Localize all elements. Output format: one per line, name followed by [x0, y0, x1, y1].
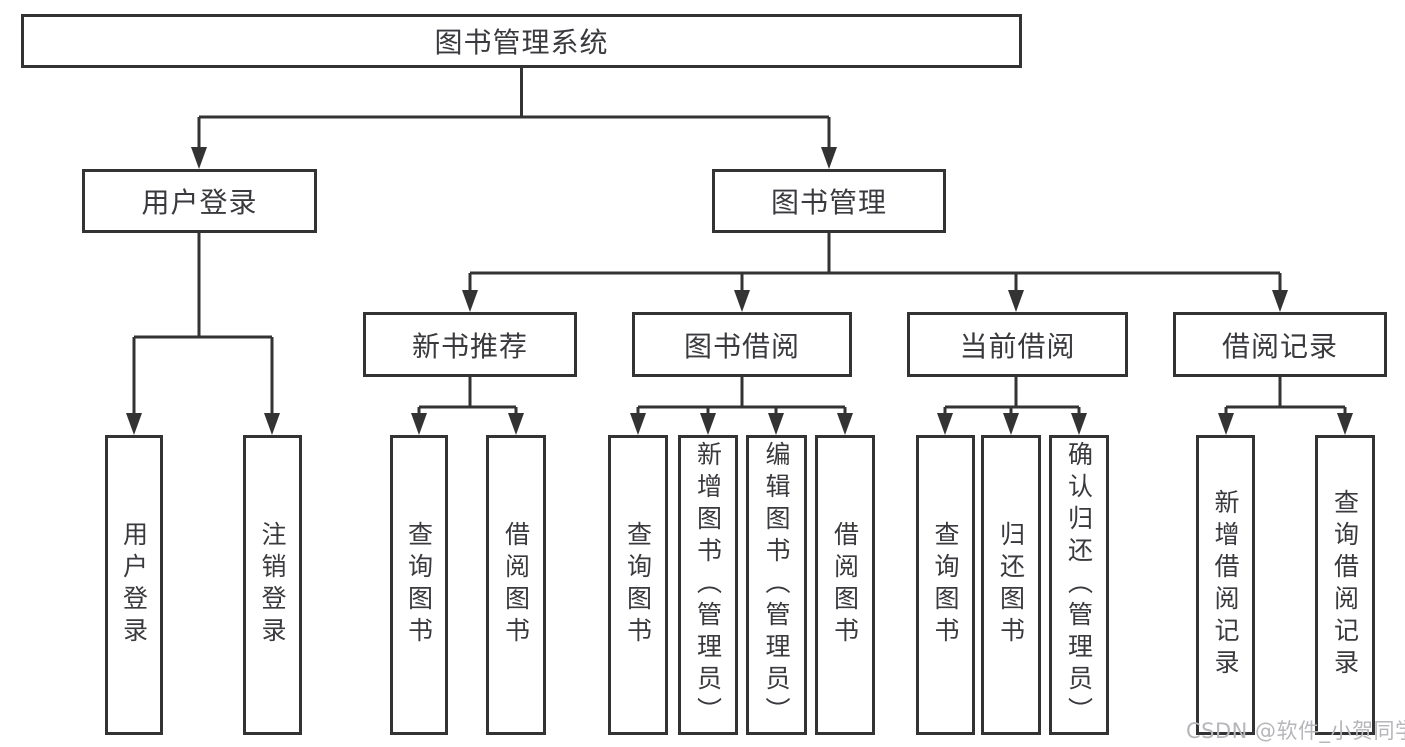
- node-borrow-books-borrowing-label: 借阅图书: [830, 521, 860, 649]
- node-book-borrowing-label: 图书借阅: [683, 329, 800, 363]
- node-query-books-current: 查询图书: [916, 435, 975, 735]
- node-user-login-branch: 用户登录: [82, 169, 317, 233]
- node-user-login-leaf: 用户登录: [105, 435, 163, 735]
- node-edit-books-admin-label: 编辑图书（管理员）: [762, 441, 791, 729]
- node-borrowing-records: 借阅记录: [1173, 312, 1387, 377]
- node-return-books-label: 归还图书: [996, 521, 1026, 649]
- node-borrow-books-recommend: 借阅图书: [486, 435, 546, 735]
- arrow-down-icon: [126, 413, 142, 435]
- node-current-borrowing-label: 当前借阅: [959, 329, 1076, 363]
- connector-user-login-children: [132, 233, 274, 418]
- arrow-down-icon: [630, 413, 646, 435]
- arrow-down-icon: [1003, 413, 1019, 435]
- node-add-borrow-record-label: 新增借阅记录: [1211, 489, 1240, 681]
- connector-new-book-children: [417, 377, 518, 418]
- node-new-book-recommend: 新书推荐: [363, 312, 577, 377]
- node-add-borrow-record: 新增借阅记录: [1196, 435, 1255, 735]
- arrow-down-icon: [768, 413, 784, 435]
- node-borrow-books-borrowing: 借阅图书: [815, 435, 875, 735]
- arrow-down-icon: [191, 147, 207, 169]
- node-book-management-branch: 图书管理: [712, 169, 946, 233]
- arrow-down-icon: [411, 413, 427, 435]
- node-query-books-recommend-label: 查询图书: [404, 521, 434, 649]
- node-confirm-return-admin: 确认归还（管理员）: [1049, 435, 1109, 735]
- node-user-login-leaf-label: 用户登录: [119, 521, 149, 649]
- arrow-down-icon: [1337, 413, 1353, 435]
- arrow-down-icon: [1272, 290, 1288, 312]
- connector-current-borrowing-children: [943, 377, 1081, 418]
- node-return-books: 归还图书: [981, 435, 1041, 735]
- node-borrow-books-recommend-label: 借阅图书: [501, 521, 531, 649]
- node-query-books-recommend: 查询图书: [390, 435, 448, 735]
- arrow-down-icon: [264, 413, 280, 435]
- node-query-books-current-label: 查询图书: [931, 521, 960, 649]
- arrow-down-icon: [734, 290, 750, 312]
- node-book-borrowing: 图书借阅: [632, 312, 852, 377]
- arrow-down-icon: [1218, 413, 1234, 435]
- node-add-books-admin-label: 新增图书（管理员）: [693, 441, 723, 729]
- node-query-books-borrowing: 查询图书: [608, 435, 668, 735]
- node-root-label: 图书管理系统: [434, 26, 609, 59]
- arrow-down-icon: [1071, 413, 1087, 435]
- node-user-login-branch-label: 用户登录: [141, 186, 258, 219]
- node-query-borrow-record: 查询借阅记录: [1315, 435, 1375, 735]
- node-logout-leaf: 注销登录: [243, 435, 302, 735]
- arrow-down-icon: [837, 413, 853, 435]
- node-new-book-recommend-label: 新书推荐: [411, 329, 528, 363]
- node-current-borrowing: 当前借阅: [907, 312, 1128, 377]
- arrow-down-icon: [1008, 290, 1024, 312]
- node-logout-leaf-label: 注销登录: [258, 521, 287, 649]
- arrow-down-icon: [937, 413, 953, 435]
- connector-borrowing-records-children: [1224, 377, 1347, 418]
- node-confirm-return-admin-label: 确认归还（管理员）: [1064, 441, 1094, 729]
- connector-root-to-level2: [197, 68, 831, 152]
- node-book-management-branch-label: 图书管理: [770, 186, 887, 219]
- node-query-books-borrowing-label: 查询图书: [623, 521, 653, 649]
- csdn-watermark: CSDN @软件_小贺同学: [1186, 719, 1405, 743]
- node-add-books-admin: 新增图书（管理员）: [678, 435, 738, 735]
- arrow-down-icon: [462, 290, 478, 312]
- node-borrowing-records-label: 借阅记录: [1221, 329, 1338, 363]
- arrow-down-icon: [821, 147, 837, 169]
- node-root: 图书管理系统: [21, 14, 1022, 68]
- arrow-down-icon: [508, 413, 524, 435]
- node-edit-books-admin: 编辑图书（管理员）: [746, 435, 807, 735]
- arrow-down-icon: [700, 413, 716, 435]
- connector-book-management-children: [468, 233, 1282, 295]
- connector-book-borrowing-children: [636, 377, 847, 418]
- node-query-borrow-record-label: 查询借阅记录: [1330, 489, 1360, 681]
